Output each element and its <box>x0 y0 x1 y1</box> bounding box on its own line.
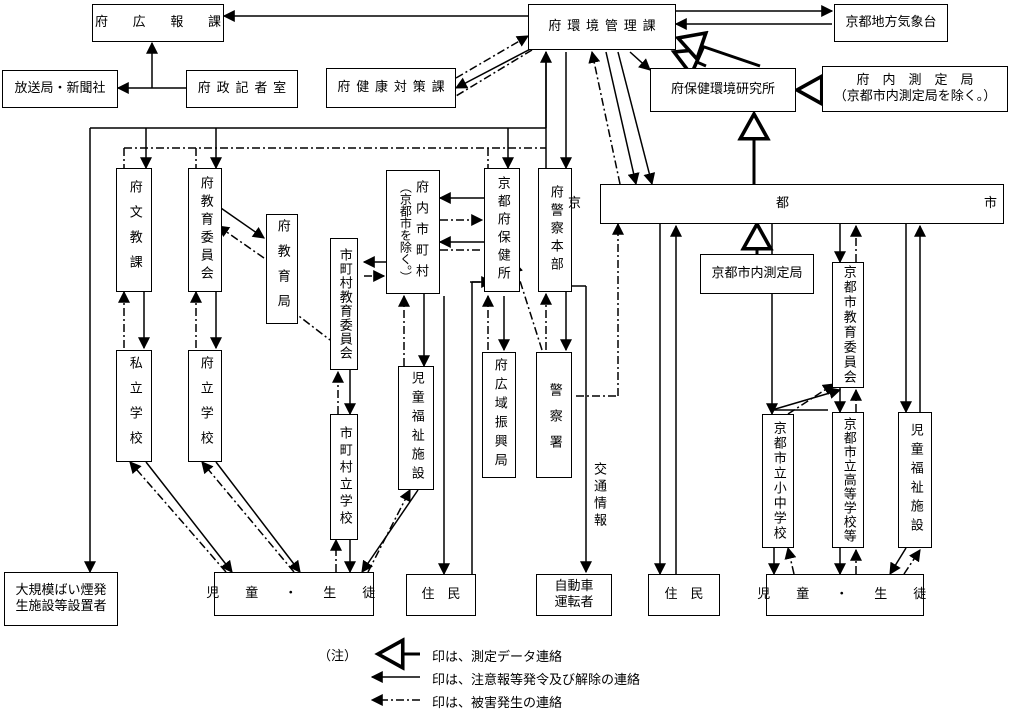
jido-fukushi-box: 児童福祉施設 <box>398 366 434 490</box>
keisatsusho-box: 警 察 署 <box>536 352 572 478</box>
legend-alert: 印は、注意報等発令及び解除の連絡 <box>432 673 641 688</box>
furitsu-box: 府立学校 <box>188 350 222 462</box>
legend-measure: 印は、測定データ連絡 <box>432 650 563 665</box>
fu-kouhou-box: 府 広 報 課 <box>92 4 224 42</box>
koiki-shinko-box: 府広域振興局 <box>482 352 516 478</box>
nai-sokutei-box: 府 内 測 定 局 （京都市内測定局を除く。） <box>822 66 1008 112</box>
jumin2-box: 住 民 <box>648 574 720 616</box>
jidou-seito-box: 児 童 ・ 生 徒 <box>206 572 375 616</box>
kisho-box: 京都地方気象台 <box>834 4 948 42</box>
seiji-kisha-box: 府政記者室 <box>186 70 298 108</box>
kankyo-kanri-box: 府環境管理課 <box>528 4 676 50</box>
shichoson-gakko-box: 市町村立学校 <box>330 414 358 540</box>
kyo-kyoiku-iinkai-box: 京都市教育委員会 <box>832 262 864 388</box>
kyoikukyoku-box: 府教育局 <box>266 214 298 324</box>
kyoiku-iinkai-box: 府教育委員会 <box>188 168 222 292</box>
fu-shichoson-box: 府内市町村 （京都市を除く。） <box>386 170 440 294</box>
housou-box: 放送局・新聞社 <box>2 70 118 108</box>
jumin-box: 住 民 <box>406 574 476 616</box>
hokenjo-box: 京都府保健所 <box>484 168 520 292</box>
shinai-sokutei-box: 京都市内測定局 <box>700 254 814 294</box>
kyo-jido-fukushi-box: 児童福祉施設 <box>898 412 932 548</box>
hoken-kenkyu-box: 府保健環境研究所 <box>650 68 796 112</box>
legend-damage: 印は、被害発生の連絡 <box>432 696 563 711</box>
koutsu-jouhou-label: 交通情報 <box>591 462 606 530</box>
kyo-shouchu-box: 京都市立小中学校 <box>762 414 794 548</box>
shiritsu-box: 私立学校 <box>116 350 152 462</box>
kenkou-taisaku-box: 府健康対策課 <box>326 68 456 108</box>
bunkyo-box: 府文教課 <box>116 168 152 292</box>
legend-note: （注） <box>318 649 358 664</box>
kyo-koutou-box: 京都市立高等学校等 <box>832 412 864 548</box>
driver-box: 自動車 運転者 <box>536 574 612 616</box>
baien-box: 大規模ばい煙発 生施設等設置者 <box>4 572 118 626</box>
jidou-seito2-box: 児 童 ・ 生 徒 <box>757 574 926 616</box>
kyotoshi-box: 京 都 市 <box>568 184 1004 224</box>
keisatsu-honbu-box: 府警察本部 <box>538 168 572 292</box>
shi-kyoiku-iinkai-box: 市町村教育委員会 <box>330 238 358 370</box>
